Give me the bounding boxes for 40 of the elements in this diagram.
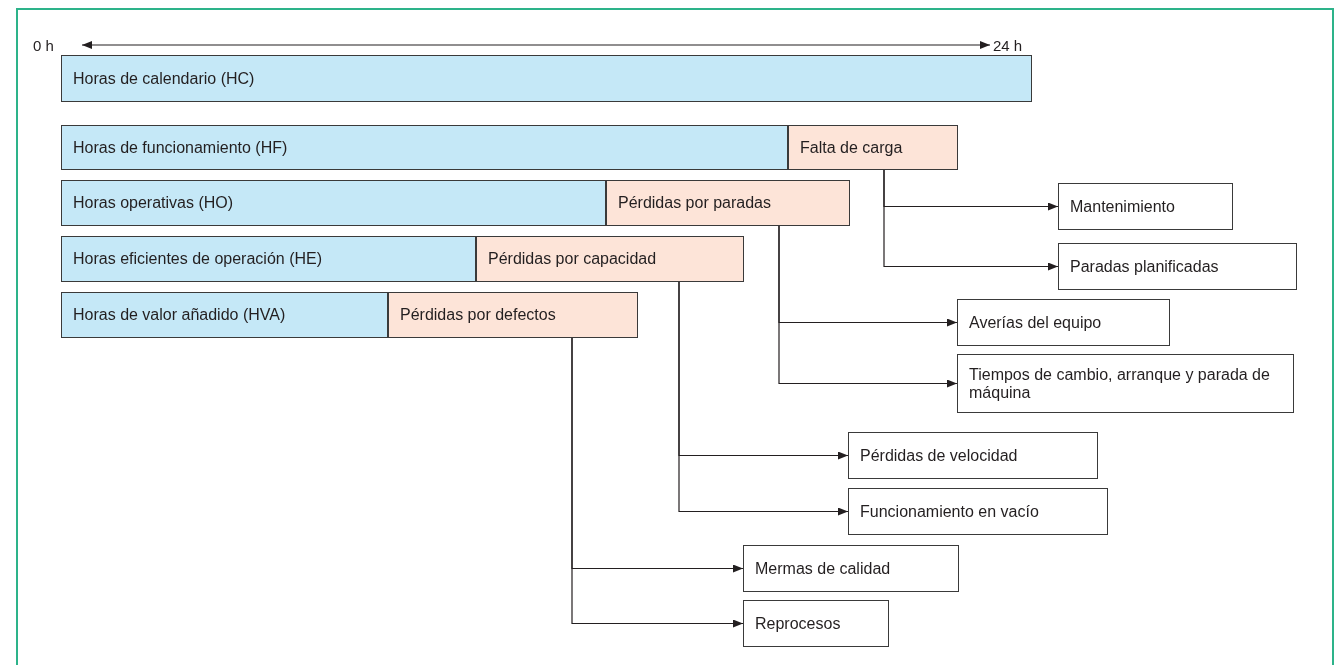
cause-box	[848, 432, 1098, 479]
node-label: Reprocesos	[755, 614, 841, 633]
arrow	[678, 281, 849, 516]
node-label: Horas eficientes de operación (HE)	[73, 250, 322, 268]
node-label: Falta de carga	[800, 138, 903, 157]
arrow	[778, 225, 958, 388]
node-label: Averías del equipo	[969, 313, 1102, 332]
node-label: Horas de funcionamiento (HF)	[73, 138, 288, 157]
loss-bar	[606, 180, 850, 226]
arrow	[883, 169, 1059, 271]
cause-box	[1058, 243, 1297, 290]
loss-bar	[388, 292, 638, 338]
cause-box	[957, 354, 1294, 413]
node-label: Pérdidas por defectos	[400, 306, 556, 324]
time-bar	[61, 180, 606, 226]
node-label: Mantenimiento	[1070, 197, 1175, 216]
node-label: Horas operativas (HO)	[73, 194, 234, 212]
cause-box	[743, 600, 889, 647]
loss-bar	[476, 236, 744, 282]
node-label: Paradas planificadas	[1070, 257, 1219, 276]
axis-label: 0 h	[33, 37, 54, 54]
node-label: Horas de calendario (HC)	[73, 69, 255, 88]
node-label: Pérdidas por paradas	[618, 194, 771, 212]
node-label: Funcionamiento en vacío	[860, 502, 1039, 521]
cause-box	[743, 545, 959, 592]
node-label: Tiempos de cambio, arranque y parada de máquina	[969, 365, 1271, 402]
time-bar	[61, 55, 1032, 102]
node-label: Horas de valor añadido (HVA)	[73, 306, 286, 324]
loss-bar	[788, 125, 958, 170]
cause-box	[957, 299, 1170, 346]
time-bar	[61, 236, 476, 282]
node-label: Mermas de calidad	[755, 559, 891, 578]
time-bar	[61, 292, 388, 338]
arrow	[571, 337, 744, 628]
cause-box	[1058, 183, 1233, 230]
axis-label: 24 h	[993, 37, 1023, 54]
time-bar	[61, 125, 788, 170]
node-label: Pérdidas de velocidad	[860, 446, 1018, 465]
node-label: Pérdidas por capacidad	[488, 250, 657, 268]
cause-box	[848, 488, 1108, 535]
